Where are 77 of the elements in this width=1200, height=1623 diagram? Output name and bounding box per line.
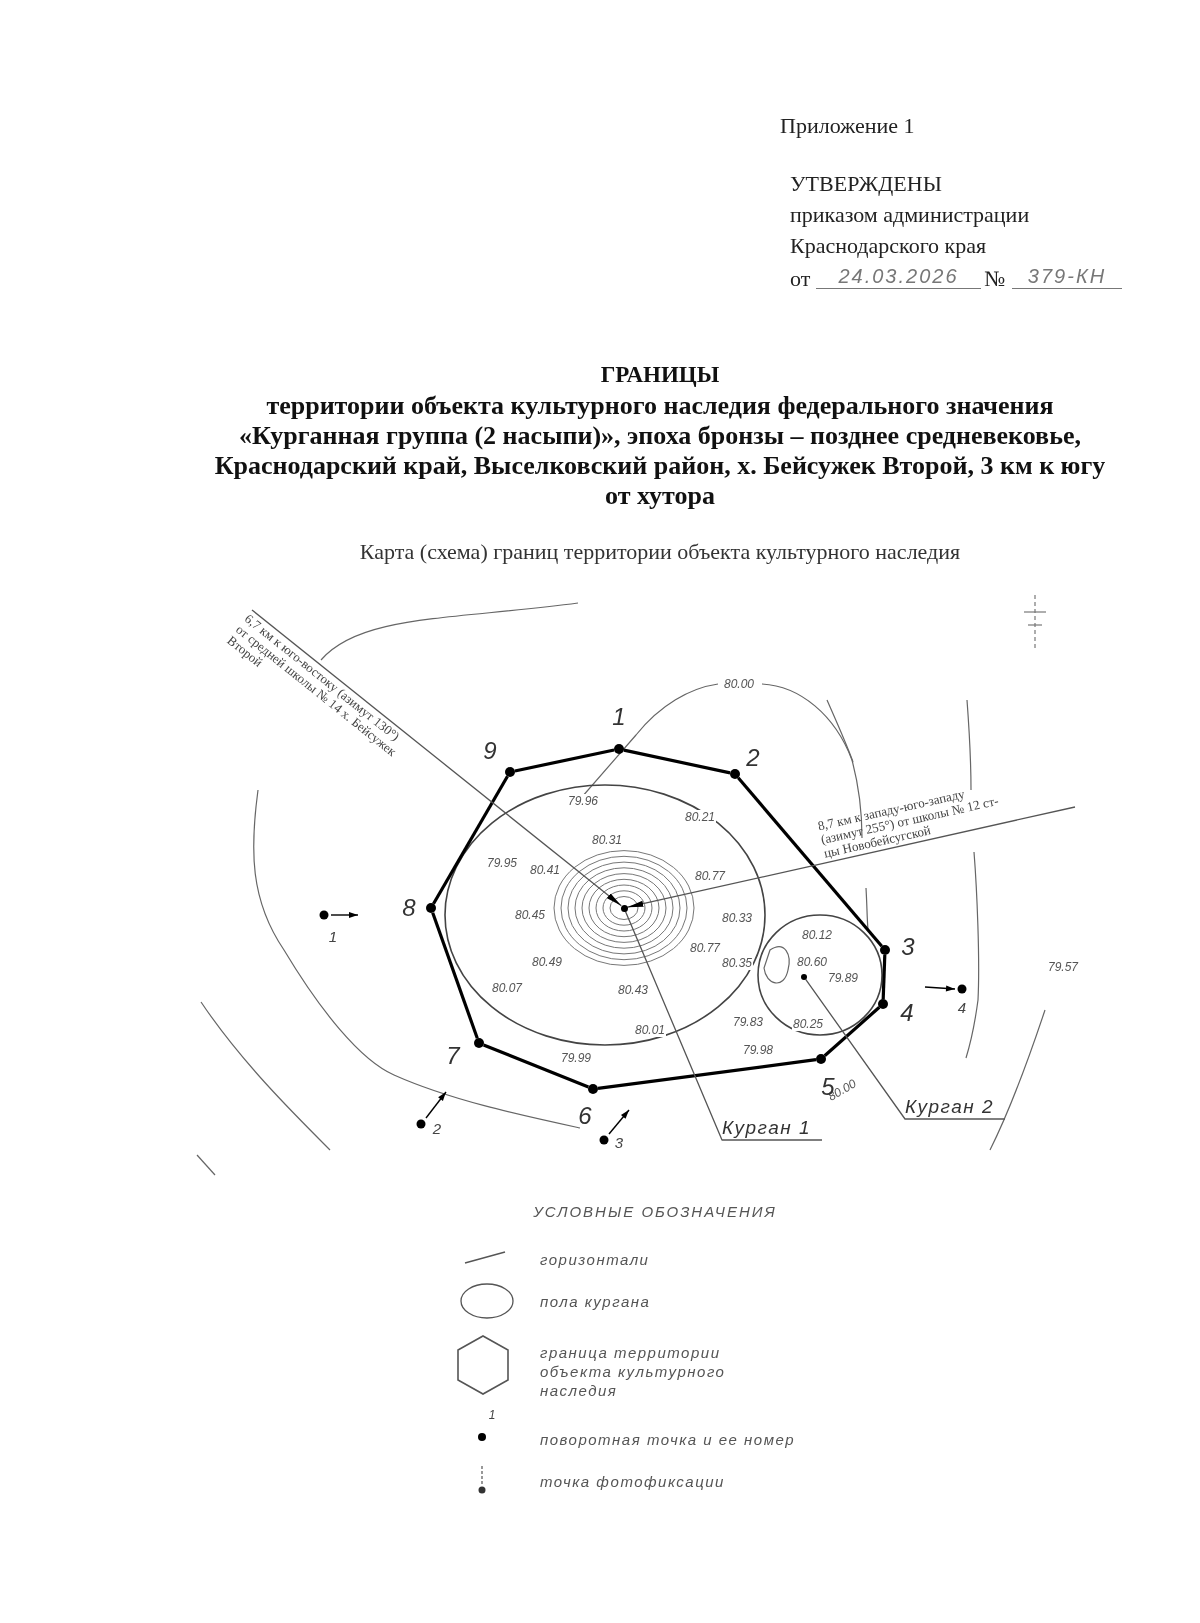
- elevation-label: 79.83: [732, 1015, 764, 1029]
- elevation-label: 79.98: [742, 1043, 774, 1057]
- photo-point-number: 4: [957, 1000, 967, 1016]
- boundary-line: [597, 1058, 817, 1090]
- turning-point: [474, 1038, 484, 1048]
- header-text: от: [790, 265, 811, 293]
- point-number-sample: 1: [488, 1408, 496, 1422]
- legend-text: горизонтали: [540, 1250, 651, 1269]
- boundary-line: [737, 776, 883, 948]
- azimuth-arrow: [251, 609, 622, 907]
- turning-point: [880, 945, 890, 955]
- elevation-label: 80.77: [689, 941, 721, 955]
- elevation-label: 80.25: [792, 1017, 824, 1031]
- elevation-label: 80.33: [721, 911, 753, 925]
- elevation-label: 80.60: [796, 955, 828, 969]
- legend-text: поворотная точка и ее номер: [540, 1430, 797, 1449]
- handwritten-number: 379-КН: [1012, 264, 1122, 289]
- legend-text: точка фотофиксации: [540, 1472, 726, 1491]
- point-number: 9: [483, 738, 497, 764]
- elevation-label: 80.45: [514, 908, 546, 922]
- elevation-label: 79.95: [486, 856, 518, 870]
- legend-text: пола кургана: [540, 1292, 652, 1311]
- turning-point: [730, 769, 740, 779]
- elevation-label: 79.99: [560, 1051, 592, 1065]
- handwritten-date: 24.03.2026: [816, 264, 981, 289]
- elevation-label: 79.57: [1047, 960, 1079, 974]
- point-number: 3: [901, 934, 915, 960]
- elevation-label: 80.77: [694, 869, 726, 883]
- boundary-line: [623, 748, 731, 775]
- point-number: 7: [446, 1043, 460, 1069]
- point-number: 6: [578, 1103, 592, 1129]
- elevation-label: 80.41: [529, 863, 561, 877]
- mound-center-point: [620, 904, 628, 912]
- photo-point-number: 1: [328, 929, 338, 945]
- elevation-label: 79.96: [567, 794, 599, 808]
- boundary-line: [483, 1043, 589, 1089]
- leader-line: [624, 910, 823, 1141]
- boundary-line: [431, 912, 479, 1039]
- boundary-line: [432, 775, 509, 905]
- elevation-label: 80.35: [721, 956, 753, 970]
- turning-point: [426, 903, 436, 913]
- turning-point: [588, 1084, 598, 1094]
- elevation-label: 79.89: [827, 971, 859, 985]
- photo-point-number: 3: [614, 1135, 624, 1151]
- header-text: №: [984, 265, 1005, 293]
- azimuth-arrow: [626, 806, 1076, 908]
- turning-point: [878, 999, 888, 1009]
- turning-point: [614, 744, 624, 754]
- elevation-label: 80.21: [684, 810, 716, 824]
- boundary-line: [881, 954, 887, 1000]
- point-number: 2: [746, 745, 760, 771]
- mound-label: Курган 2: [905, 1095, 1005, 1119]
- elevation-label: 80.43: [617, 983, 649, 997]
- elevation-label: 80.07: [491, 981, 523, 995]
- legend-heading: УСЛОВНЫЕ ОБОЗНАЧЕНИЯ: [533, 1202, 777, 1220]
- legend-text: граница территории объекта культурного наследия: [540, 1343, 727, 1400]
- turning-point: [816, 1054, 826, 1064]
- turning-point: [505, 767, 515, 777]
- elevation-label: 80.49: [531, 955, 563, 969]
- title: ГРАНИЦЫ: [599, 362, 721, 388]
- header-text: УТВЕРЖДЕНЫ: [790, 170, 942, 198]
- elevation-label: 80.00: [723, 677, 755, 691]
- photo-point-number: 2: [432, 1121, 442, 1137]
- point-number: 8: [402, 895, 416, 921]
- boundary-line: [823, 1006, 881, 1057]
- map-heading: Карта (схема) границ территории объекта культурного наследия: [359, 539, 961, 565]
- elevation-label: 80.31: [591, 833, 623, 847]
- mound-label: Курган 1: [722, 1116, 822, 1140]
- point-number: 1: [612, 704, 626, 730]
- elevation-label: 80.12: [801, 928, 833, 942]
- point-number: 4: [900, 1000, 914, 1026]
- leader-line: [805, 978, 1006, 1120]
- mound-center-point: [801, 974, 807, 980]
- header-text: Приложение 1: [780, 112, 915, 140]
- elevation-label: 80.01: [634, 1023, 666, 1037]
- boundary-line: [514, 748, 615, 773]
- subtitle: территории объекта культурного наследия федерального значения «Курганная группа (2 насыпи)», эпоха бронзы – позднее средневековье, Краснодарский край, Выселковский район, х. Бейсужек Второй, 3 км к югу от хутора: [213, 391, 1107, 511]
